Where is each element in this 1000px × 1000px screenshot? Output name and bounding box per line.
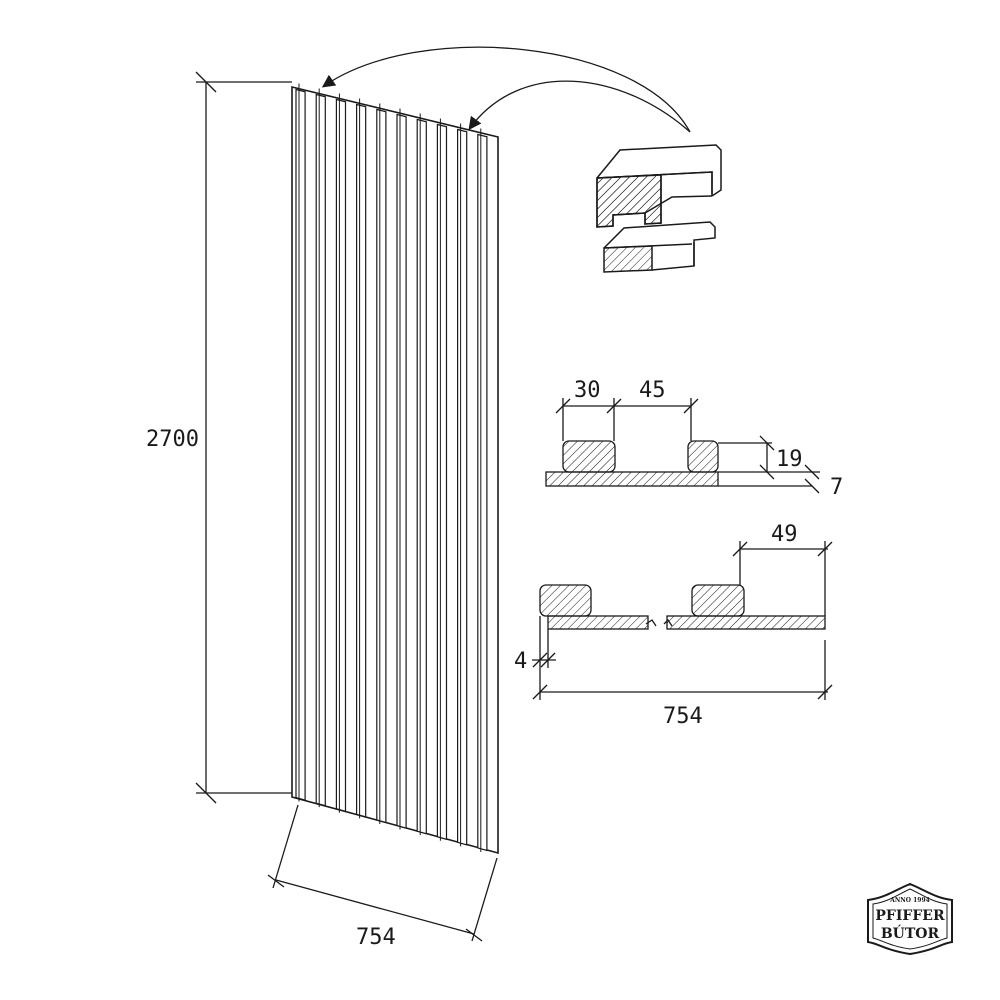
panel-slat	[356, 103, 367, 818]
panel-slat	[436, 123, 448, 841]
panel-slat	[477, 133, 488, 852]
panel-width-dimension	[267, 804, 498, 942]
panel-slat	[335, 98, 347, 813]
slat-width-label: 30	[574, 378, 601, 403]
brand-logo: ANNO 1994 PFIFFER BÚTOR	[867, 882, 953, 956]
profile-3d-detail	[596, 144, 722, 273]
panel-slat	[376, 108, 387, 824]
logo-name-line1: PFIFFER	[875, 908, 945, 924]
logo-name-line2: BÚTOR	[881, 924, 940, 942]
total-width-label: 754	[663, 704, 703, 729]
panel-slat	[416, 118, 427, 835]
panel-slat	[457, 128, 468, 846]
panel-width-label: 754	[356, 925, 396, 950]
slat-height-label: 19	[776, 447, 803, 472]
offset-label: 49	[771, 522, 798, 547]
height-label: 2700	[146, 427, 199, 452]
section-detail	[545, 398, 820, 494]
gap-label: 45	[639, 378, 666, 403]
edge-label: 4	[514, 649, 527, 674]
reference-arrows	[321, 46, 691, 133]
logo-tagline: ANNO 1994	[889, 897, 930, 904]
panel-slat	[396, 113, 407, 829]
panel-view	[291, 83, 499, 855]
panel-slat	[295, 88, 306, 801]
joint-detail	[532, 541, 833, 700]
panel-slat	[315, 93, 326, 807]
height-dimension	[195, 71, 292, 804]
base-thickness-label: 7	[830, 475, 843, 500]
panel-slats	[295, 83, 488, 852]
